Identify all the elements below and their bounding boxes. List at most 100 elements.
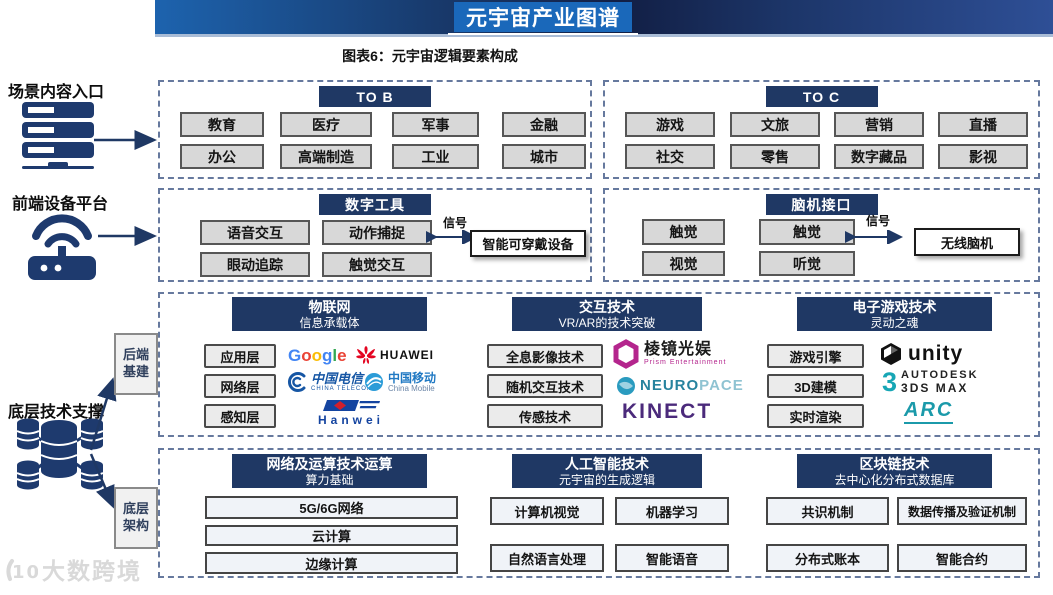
to-c-item: 文旅 <box>730 112 820 137</box>
autodesk-3dsmax-logo: 3 AUTODESK 3DS MAX <box>882 367 979 397</box>
section-middle-tech: 物联网 信息承载体 应用层 网络层 感知层 Google HUAWEI <box>158 292 1040 437</box>
frontend-device-label: 前端设备平台 <box>12 196 109 213</box>
chart-caption: 图表6：元宇宙逻辑要素构成 <box>342 48 518 64</box>
unity-logo: unity <box>878 342 963 366</box>
neuropace-word-a: NEURO <box>640 377 700 394</box>
hanwei-logo: Hanwei <box>318 398 384 427</box>
network-header: 网络及运算技术运算 算力基础 <box>232 454 427 488</box>
interaction-header: 交互技术 VR/AR的技术突破 <box>512 297 702 331</box>
support-branch-arrows <box>89 377 117 509</box>
to-b-item: 工业 <box>392 144 479 169</box>
china-telecom-logo: 中国电信 CHINA TELECOM <box>287 372 373 392</box>
interaction-item: 传感技术 <box>487 404 603 428</box>
ai-subtitle: 元宇宙的生成逻辑 <box>558 473 655 488</box>
blockchain-item: 分布式账本 <box>766 544 889 572</box>
title-underline <box>448 33 638 35</box>
china-mobile-en: China Mobile <box>388 383 435 393</box>
digital-tool-item: 眼动追踪 <box>200 252 310 277</box>
arc-wordmark: ARC <box>904 399 954 424</box>
to-b-item: 办公 <box>180 144 264 169</box>
network-subtitle: 算力基础 <box>305 473 354 488</box>
3dsmax-wordmark: 3DS MAX <box>901 380 969 395</box>
to-b-item: 城市 <box>502 144 586 169</box>
to-c-item: 零售 <box>730 144 820 169</box>
to-c-item: 数字藏品 <box>834 144 924 169</box>
ai-header: 人工智能技术 元宇宙的生成逻辑 <box>512 454 702 488</box>
unity-wordmark: unity <box>908 342 964 365</box>
iot-layer: 网络层 <box>204 374 276 398</box>
base-tech-label: 底层技术支撑 <box>8 404 105 421</box>
neuropace-word-b: PACE <box>699 377 744 394</box>
autodesk-3-icon: 3 <box>882 367 898 397</box>
game-tech-item: 实时渲染 <box>767 404 864 428</box>
section-digital-tools: 数字工具 语音交互 动作捕捉 眼动追踪 触觉交互 信号 智能可穿戴设备 <box>158 188 592 282</box>
to-b-item: 教育 <box>180 112 264 137</box>
section-bottom-tech: 网络及运算技术运算 算力基础 5G/6G网络 云计算 边缘计算 人工智能技术 元… <box>158 448 1040 578</box>
bci-item: 视觉 <box>642 251 725 276</box>
huawei-flower-icon <box>356 346 376 364</box>
interaction-subtitle: VR/AR的技术突破 <box>558 316 656 331</box>
bci-item: 听觉 <box>759 251 855 276</box>
google-letter: g <box>322 346 333 365</box>
china-mobile-cn: 中国移动 <box>388 371 437 385</box>
bci-header: 脑机接口 <box>765 194 878 215</box>
section-bci: 脑机接口 触觉 触觉 视觉 听觉 信号 无线脑机 <box>603 188 1040 282</box>
scene-arrow <box>94 130 157 150</box>
ai-item: 计算机视觉 <box>490 497 604 525</box>
iot-layer: 应用层 <box>204 344 276 368</box>
to-b-item: 金融 <box>502 112 586 137</box>
kinect-wordmark: KINECT <box>622 400 713 423</box>
china-mobile-logo: 中国移动 China Mobile <box>364 372 436 393</box>
signal-arrow <box>845 230 903 244</box>
underlying-arch-line1: 底层 <box>122 501 149 517</box>
game-tech-item: 游戏引擎 <box>767 344 864 368</box>
unity-cube-icon <box>881 343 901 365</box>
digital-tool-item: 语音交互 <box>200 220 310 245</box>
server-icon <box>22 102 94 169</box>
neuropace-logo: NEUROPACE <box>616 376 744 396</box>
database-cluster-icon <box>16 418 104 490</box>
signal-label: 信号 <box>442 216 467 230</box>
network-item: 边缘计算 <box>205 552 458 574</box>
to-b-header: TO B <box>319 86 431 107</box>
page-title: 元宇宙产业图谱 <box>454 2 632 32</box>
device-arrow <box>98 226 157 246</box>
kinect-logo: KINECT <box>622 400 712 424</box>
iot-subtitle: 信息承载体 <box>299 316 360 331</box>
underlying-arch-box: 底层 架构 <box>114 487 158 549</box>
interaction-title: 交互技术 <box>579 299 635 315</box>
network-title: 网络及运算技术运算 <box>266 456 393 472</box>
hanwei-flag-icon <box>323 400 381 411</box>
watermark-logo-text: 100 <box>12 562 38 583</box>
backend-infra-box: 后端 基建 <box>114 333 158 395</box>
huawei-wordmark: HUAWEI <box>380 348 434 362</box>
blockchain-title: 区块链技术 <box>859 456 930 472</box>
google-logo: Google <box>288 346 347 366</box>
to-c-item: 游戏 <box>625 112 715 137</box>
china-mobile-icon <box>365 373 383 392</box>
to-c-item: 社交 <box>625 144 715 169</box>
prism-en: Prism Entertainment <box>644 358 727 366</box>
router-icon <box>28 214 96 280</box>
china-telecom-icon <box>288 372 306 392</box>
iot-title: 物联网 <box>308 299 351 315</box>
google-letter: G <box>288 346 302 365</box>
iot-header: 物联网 信息承载体 <box>232 297 427 331</box>
wearable-device-box: 智能可穿戴设备 <box>470 230 586 257</box>
to-c-item: 营销 <box>834 112 924 137</box>
blockchain-item: 共识机制 <box>766 497 889 525</box>
huawei-logo: HUAWEI <box>356 346 434 364</box>
game-tech-title: 电子游戏技术 <box>852 299 937 315</box>
neuropace-icon <box>617 377 635 395</box>
watermark: 100 大数跨境 <box>4 552 142 586</box>
prism-logo: 棱镜光娱 Prism Entertainment <box>612 339 726 369</box>
backend-infra-line2: 基建 <box>122 364 149 379</box>
to-b-item: 高端制造 <box>280 144 372 169</box>
bci-item: 触觉 <box>642 219 725 245</box>
to-c-header: TO C <box>765 86 878 107</box>
google-letter: l <box>332 346 338 365</box>
game-tech-subtitle: 灵动之魂 <box>870 316 919 331</box>
to-c-item: 影视 <box>938 144 1028 169</box>
autodesk-wordmark: AUTODESK <box>901 369 979 382</box>
